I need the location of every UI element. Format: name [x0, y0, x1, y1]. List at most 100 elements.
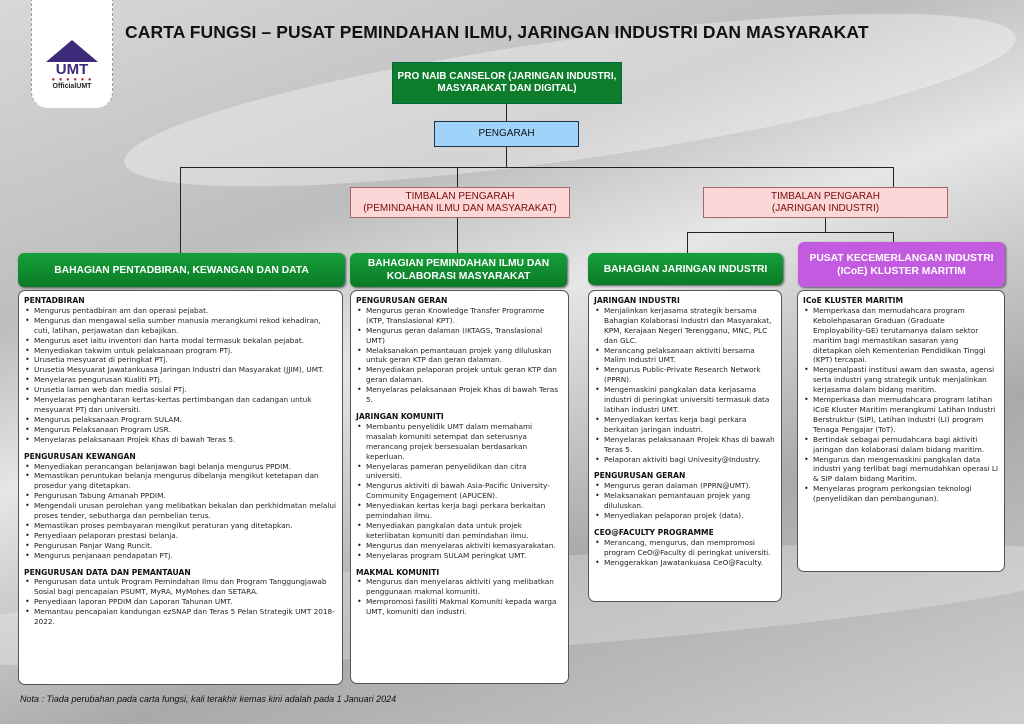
function-list: Mengurus geran dalaman (PPRN@UMT).Melaks…	[594, 481, 776, 521]
function-item: Menyelaras pengurusan Kualiti PTj.	[24, 375, 337, 385]
section-title: CEO@FACULTY PROGRAMME	[594, 527, 714, 537]
function-item: Menyelaras pameran penyelidikan dan citr…	[356, 462, 563, 482]
function-item: Memastikan peruntukan belanja mengurus d…	[24, 471, 337, 491]
function-item: Memastikan proses pembayaran mengikut pe…	[24, 521, 337, 531]
footnote: Nota : Tiada perubahan pada carta fungsi…	[20, 694, 397, 704]
function-item: Penyediaan laporan PPDIM dan Laporan Tah…	[24, 597, 337, 607]
connector-line	[180, 167, 181, 253]
connector-line	[893, 232, 894, 242]
function-item: Menyelaras program SULAM peringkat UMT.	[356, 551, 563, 561]
function-list: Mengurus dan menyelaras aktiviti yang me…	[356, 577, 563, 617]
section-title: PENTADBIRAN	[24, 296, 85, 305]
section-title: JARINGAN INDUSTRI	[594, 296, 680, 305]
logo-text: UMT	[55, 61, 89, 78]
logo-emblem-icon	[46, 40, 98, 62]
connector-line	[893, 167, 894, 187]
function-list: Mengurus geran Knowledge Transfer Progra…	[356, 306, 563, 405]
function-item: Pengurusan Tabung Amanah PPDIM.	[24, 491, 337, 501]
function-item: Menyediakan kertas kerja bagi perkara be…	[356, 501, 563, 521]
timbalan-subtitle: (PEMINDAHAN ILMU DAN MASYARAKAT)	[363, 202, 557, 214]
function-item: Mengendali urusan perolehan yang melibat…	[24, 501, 337, 521]
connector-line	[506, 147, 507, 167]
header-pentadbiran: BAHAGIAN PENTADBIRAN, KEWANGAN DAN DATA	[18, 253, 345, 287]
function-item: Mengurus aktiviti di bawah Asia-Pacific …	[356, 481, 563, 501]
function-item: Bertindak sebagai pemudahcara bagi aktiv…	[803, 435, 999, 455]
connector-line	[825, 218, 826, 232]
card-pemindahan-ilmu: PENGURUSAN GERANMengurus geran Knowledge…	[350, 290, 569, 684]
function-item: Mempromosi fasiliti Makmal Komuniti kepa…	[356, 597, 563, 617]
function-item: Menyelaras pelaksanaan Projek Khas di ba…	[356, 385, 563, 405]
function-item: Melaksanakan pemantauan projek yang dilu…	[356, 346, 563, 366]
function-item: Memantau pencapaian kandungan ezSNAP dan…	[24, 607, 337, 627]
connector-line	[687, 232, 688, 253]
function-item: Urusetia mesyuarat di peringkat PTj.	[24, 355, 337, 365]
page-title: CARTA FUNGSI – PUSAT PEMINDAHAN ILMU, JA…	[125, 22, 869, 42]
function-list: Memperkasa dan memudahcara program Kebol…	[803, 306, 999, 504]
function-item: Mengurus dan menyelaras aktiviti kemasya…	[356, 541, 563, 551]
function-item: Melaksanakan pemantauan projek yang dilu…	[594, 491, 776, 511]
pengarah-box: PENGARAH	[434, 121, 579, 147]
card-icoe-maritim: ICoE KLUSTER MARITIMMemperkasa dan memud…	[797, 290, 1005, 572]
function-list: Merancang, mengurus, dan mempromosi prog…	[594, 538, 776, 568]
logo-handle: OfficialUMT	[52, 83, 92, 90]
function-item: Menyelaras program perkongsian teknologi…	[803, 484, 999, 504]
function-item: Memperkasa dan memudahcara program Kebol…	[803, 306, 999, 365]
function-item: Mengemaskini pangkalan data kerjasama in…	[594, 385, 776, 415]
function-item: Menyediakan takwim untuk pelaksanaan pro…	[24, 346, 337, 356]
timbalan-title: TIMBALAN PENGARAH	[771, 190, 880, 202]
function-item: Pengurusan data untuk Program Pemindahan…	[24, 577, 337, 597]
function-item: Mengurus dan mengemaskini pangkalan data…	[803, 455, 999, 485]
card-pentadbiran: PENTADBIRANMengurus pentadbiran am dan o…	[18, 290, 343, 685]
timbalan-pengarah-jaringan-industri-box: TIMBALAN PENGARAH(JARINGAN INDUSTRI)	[703, 187, 948, 218]
function-item: Mengurus pentadbiran am dan operasi peja…	[24, 306, 337, 316]
function-item: Mengurus pelaksanaan Program SULAM.	[24, 415, 337, 425]
function-item: Urusetia Mesyuarat Jawatankuasa Jaringan…	[24, 365, 337, 375]
function-item: Menyediakan pangkalan data untuk projek …	[356, 521, 563, 541]
function-item: Mengurus geran dalaman (IKTAGS, Translas…	[356, 326, 563, 346]
function-list: Mengurus pentadbiran am dan operasi peja…	[24, 306, 337, 445]
function-item: Menjalinkan kerjasama strategik bersama …	[594, 306, 776, 346]
header-pemindahan-ilmu: BAHAGIAN PEMINDAHAN ILMU DAN KOLABORASI …	[350, 253, 567, 287]
function-item: Mengenalpasti institusi awam dan swasta,…	[803, 365, 999, 395]
header-jaringan-industri: BAHAGIAN JARINGAN INDUSTRI	[588, 253, 783, 285]
function-item: Pelaporan aktiviti bagi Univesity@Indust…	[594, 455, 776, 465]
timbalan-title: TIMBALAN PENGARAH	[405, 190, 515, 202]
function-item: Mengurus geran Knowledge Transfer Progra…	[356, 306, 563, 326]
section-title: JARINGAN KOMUNITI	[356, 411, 444, 421]
connector-line	[687, 232, 894, 233]
section-title: PENGURUSAN DATA DAN PEMANTAUAN	[24, 567, 191, 577]
function-item: Menyediakan pelaporan projek (data).	[594, 511, 776, 521]
function-item: Mengurus aset iaitu inventori dan harta …	[24, 336, 337, 346]
connector-line	[180, 167, 894, 168]
section-title: ICoE KLUSTER MARITIM	[803, 296, 904, 305]
function-item: Pengurusan Panjar Wang Runcit.	[24, 541, 337, 551]
function-item: Merancang, mengurus, dan mempromosi prog…	[594, 538, 776, 558]
section-title: MAKMAL KOMUNITI	[356, 567, 440, 577]
function-list: Pengurusan data untuk Program Pemindahan…	[24, 577, 337, 627]
function-item: Mengurus Public-Private Research Network…	[594, 365, 776, 385]
function-item: Mengurus dan menyelaras aktiviti yang me…	[356, 577, 563, 597]
function-item: Merancang pelaksanaan aktiviti bersama M…	[594, 346, 776, 366]
section-title: PENGURUSAN KEWANGAN	[24, 451, 136, 461]
function-list: Membantu penyelidik UMT dalam memahami m…	[356, 422, 563, 561]
section-title: PENGURUSAN GERAN	[356, 296, 448, 305]
function-item: Membantu penyelidik UMT dalam memahami m…	[356, 422, 563, 462]
function-item: Penyediaan pelaporan prestasi belanja.	[24, 531, 337, 541]
connector-line	[506, 104, 507, 121]
card-jaringan-industri: JARINGAN INDUSTRIMenjalinkan kerjasama s…	[588, 290, 782, 602]
function-item: Menyelaras pelaksanaan Projek Khas di ba…	[24, 435, 337, 445]
umt-logo: UMT ● ● ● ● ● ● OfficialUMT	[31, 0, 113, 108]
section-title: PENGURUSAN GERAN	[594, 471, 686, 481]
function-item: Memperkasa dan memudahcara program latih…	[803, 395, 999, 435]
function-item: Mengurus dan mengawal selia sumber manus…	[24, 316, 337, 336]
function-item: Menyelaras penghantaran kertas-kertas pe…	[24, 395, 337, 415]
function-list: Menjalinkan kerjasama strategik bersama …	[594, 306, 776, 465]
function-item: Mengurus penjanaan pendapatan PTj.	[24, 551, 337, 561]
function-item: Menyediakan kertas kerja bagi perkara be…	[594, 415, 776, 435]
timbalan-subtitle: (JARINGAN INDUSTRI)	[771, 202, 880, 214]
function-item: Mengurus geran dalaman (PPRN@UMT).	[594, 481, 776, 491]
function-item: Menyediakan perancangan belanjawan bagi …	[24, 462, 337, 472]
function-item: Menggerakkan Jawatankuasa CeO@Faculty.	[594, 558, 776, 568]
header-icoe-maritim: PUSAT KECEMERLANGAN INDUSTRI (ICoE) KLUS…	[798, 242, 1005, 287]
function-item: Mengurus Pelaksanaan Program USR.	[24, 425, 337, 435]
